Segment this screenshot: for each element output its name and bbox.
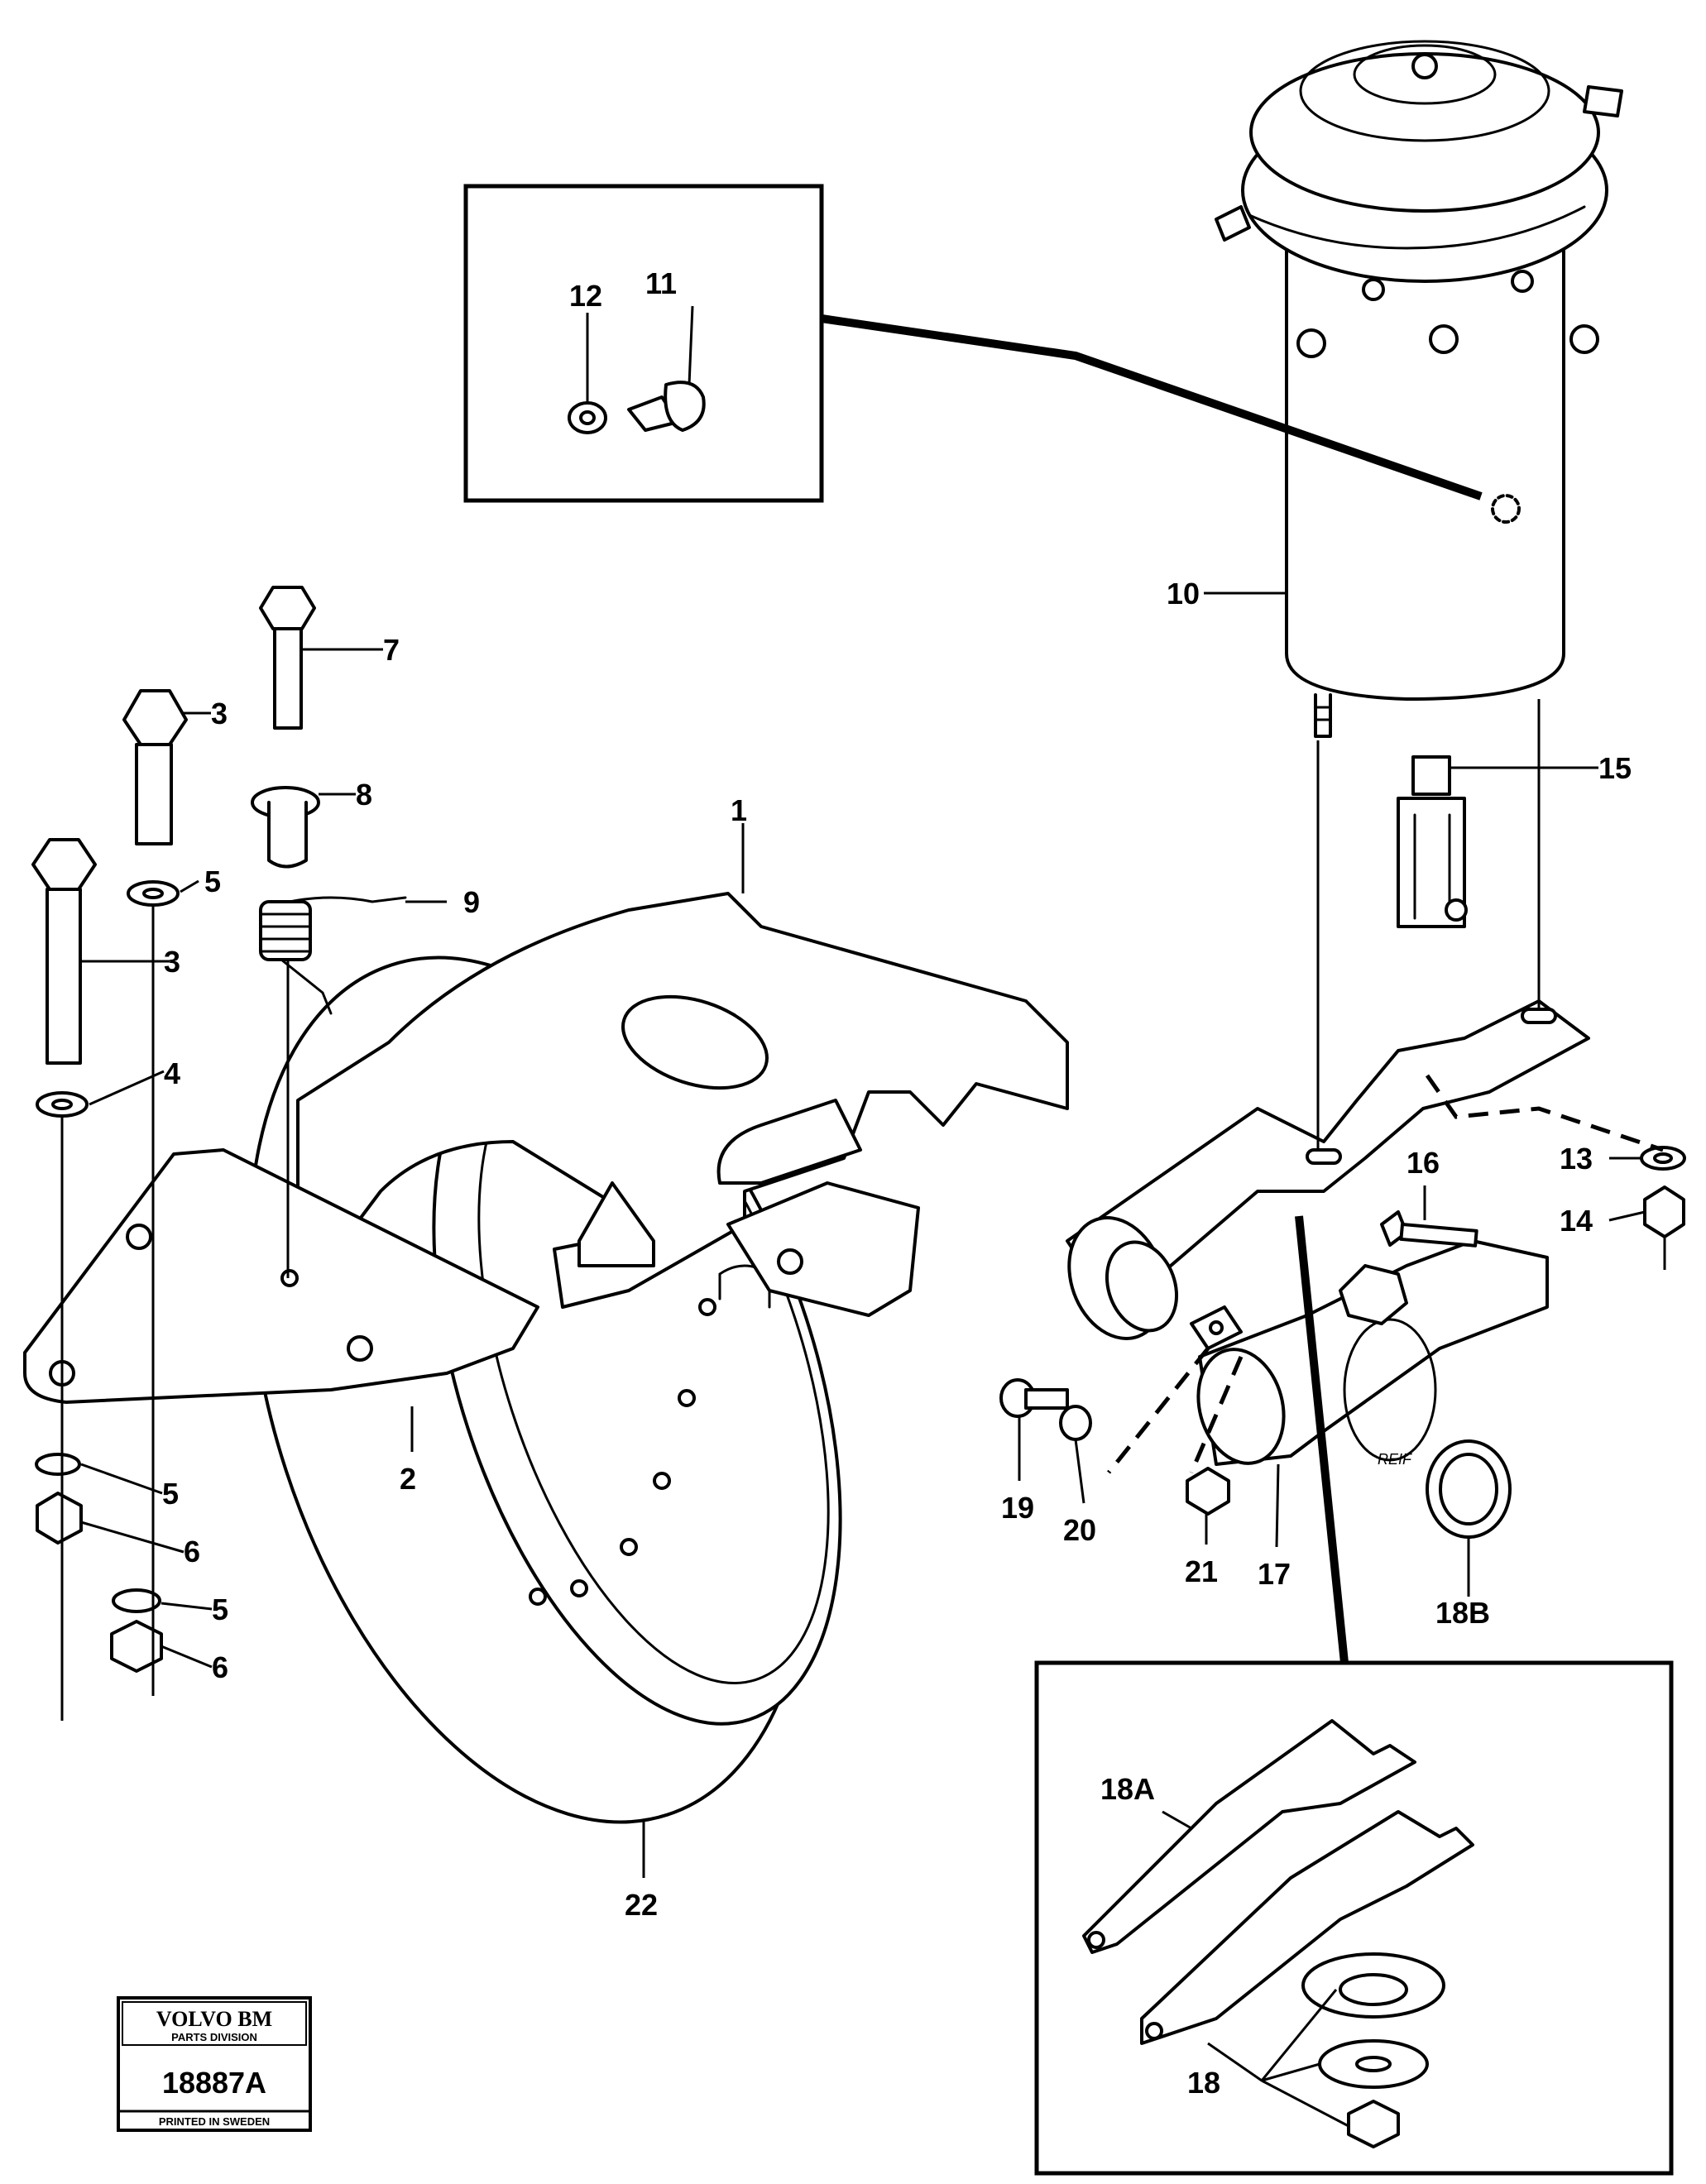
callout-22: 22 <box>625 1888 658 1922</box>
stamp-number: 18887A <box>162 2066 266 2100</box>
callout-labels: 1 2 3 3 4 5 5 5 6 6 7 8 9 10 11 12 13 14… <box>162 266 1632 2100</box>
callout-18a: 18A <box>1100 1772 1155 1806</box>
cylinder-bracket <box>1066 699 1590 1292</box>
leader-lines <box>80 305 1646 2128</box>
stamp-brand: VOLVO BM <box>156 2007 272 2031</box>
callout-20: 20 <box>1063 1513 1096 1547</box>
callout-7: 7 <box>383 633 400 667</box>
callout-21: 21 <box>1185 1554 1218 1588</box>
callout-18: 18 <box>1187 2066 1220 2100</box>
callout-3-upper: 3 <box>211 697 228 730</box>
callout-1: 1 <box>731 793 747 827</box>
parts-division-stamp: VOLVO BM PARTS DIVISION 18887A PRINTED I… <box>117 1996 312 2132</box>
clevis <box>1397 755 1468 928</box>
drum-bolt-holes <box>529 1215 716 1606</box>
callout-16: 16 <box>1406 1146 1440 1180</box>
brake-cylinder <box>1215 40 1623 738</box>
callout-13: 13 <box>1560 1142 1593 1176</box>
hardware-left <box>31 586 407 1721</box>
brake-caliper-housing <box>296 892 1069 1317</box>
callout-17: 17 <box>1258 1557 1291 1591</box>
callout-2: 2 <box>400 1462 416 1496</box>
stamp-printed: PRINTED IN SWEDEN <box>159 2115 270 2128</box>
callout-15: 15 <box>1598 751 1632 785</box>
cylinder-studs <box>1296 270 1599 524</box>
bleeder-screw-11 <box>627 381 706 432</box>
stamp-division: PARTS DIVISION <box>171 2031 257 2043</box>
callout-11: 11 <box>645 266 677 300</box>
callout-6-upper: 6 <box>184 1535 200 1569</box>
hardware-right <box>999 1146 1686 1539</box>
callout-5-upper: 5 <box>204 864 221 898</box>
slack-adjuster: REIF <box>1067 1216 1549 1468</box>
callout-19: 19 <box>1001 1491 1034 1525</box>
detail-box-bleeder <box>463 184 1483 503</box>
callout-6-lower: 6 <box>212 1650 228 1684</box>
detail-box-brackets <box>1034 1215 1674 2176</box>
callout-3-lower: 3 <box>164 945 180 979</box>
callout-12: 12 <box>569 279 602 313</box>
callout-4: 4 <box>164 1056 180 1090</box>
washer-12 <box>568 401 607 434</box>
callout-5-lower: 5 <box>212 1592 228 1626</box>
callout-14: 14 <box>1560 1204 1593 1238</box>
callout-8: 8 <box>356 778 372 812</box>
callout-9: 9 <box>463 885 480 919</box>
engraving-reif: REIF <box>1378 1451 1412 1468</box>
callout-5-middle: 5 <box>162 1477 179 1511</box>
dashed-assembly-line-right <box>1425 1074 1664 1152</box>
callout-10: 10 <box>1167 577 1200 611</box>
callout-18b: 18B <box>1435 1596 1490 1630</box>
dashed-assembly-line-lock <box>1107 1347 1244 1474</box>
